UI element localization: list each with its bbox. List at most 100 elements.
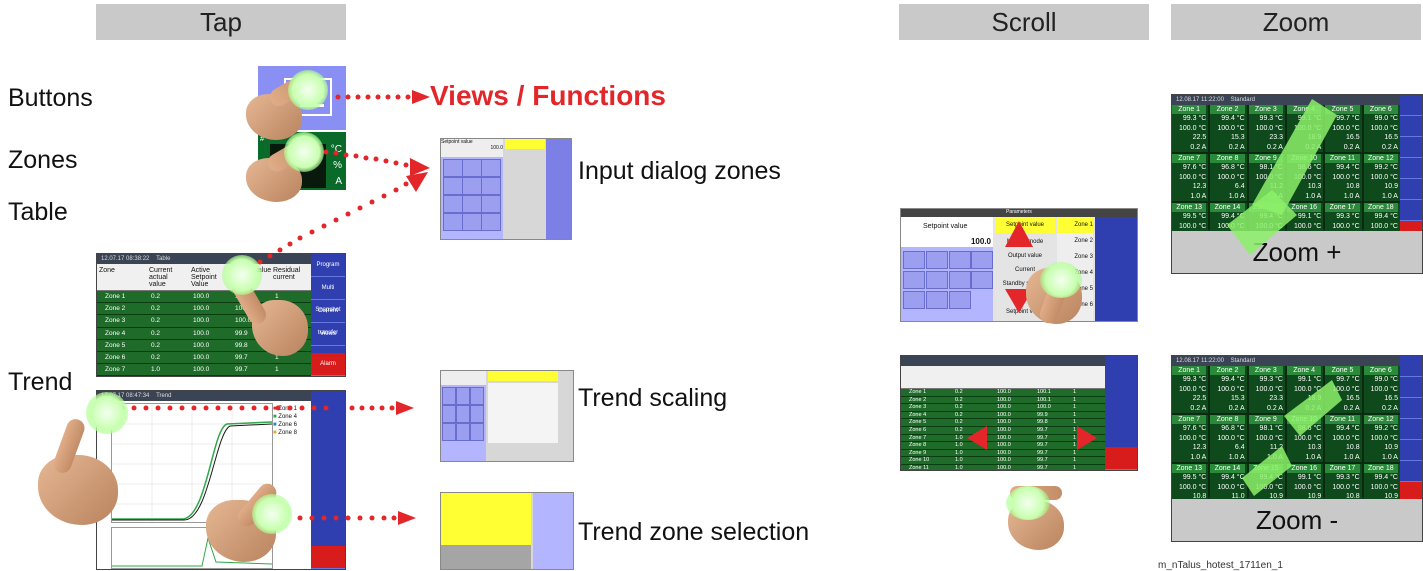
trend-alarm-button[interactable]: [311, 546, 345, 569]
zone-value: 100.0 °C: [1332, 385, 1360, 393]
scroll-table-cell: Zone 7: [909, 434, 927, 441]
scroll-table-cell: 100.0: [997, 426, 1011, 433]
scroll-parameters-dialog[interactable]: Parameters Setpoint value 100.0 Setpoint…: [900, 208, 1138, 322]
zoom-in-status: 12.08.17 11:22:00 Standard: [1172, 95, 1422, 105]
zone-value: 0.2 A: [1382, 404, 1398, 412]
zone-value: 0.2 A: [1343, 143, 1360, 151]
zone-name: Zone 1: [1172, 105, 1207, 114]
zone-value: 99.1 °C: [1297, 376, 1322, 383]
scroll-table-cell: 99.7: [1037, 449, 1048, 456]
trend-scaling-thumbnail[interactable]: [440, 370, 574, 462]
zone-value: 99.2 °C: [1374, 164, 1398, 171]
zone-value: 98.1 °C: [1259, 164, 1283, 171]
tap-trend-right: [252, 494, 292, 534]
views-functions-label: Views / Functions: [430, 80, 666, 111]
zone-value: 10.9: [1384, 493, 1398, 500]
scroll-table-cell: 1.0: [955, 434, 963, 441]
table-cell: 0.2: [151, 293, 161, 300]
scroll-table-cell: 100.0: [997, 442, 1011, 449]
alarm-button[interactable]: Alarm: [311, 353, 345, 376]
scroll-table-cell: 100.0: [997, 396, 1011, 403]
trend-zone-selection-thumbnail[interactable]: [440, 492, 574, 570]
current-transfer-button[interactable]: Current transfer: [311, 300, 345, 336]
scroll-table-cell: 1: [1073, 396, 1077, 403]
zone-value: 100.0 °C: [1332, 222, 1360, 230]
scroll-table-cell: 1: [1073, 419, 1077, 426]
table-cell: Zone 7: [105, 366, 126, 374]
program-button[interactable]: Program: [311, 254, 345, 277]
scroll-zone[interactable]: Zone 2: [1074, 238, 1093, 244]
table-cell: 99.7: [235, 366, 248, 374]
views-button[interactable]: Views: [311, 323, 345, 346]
zone-value: 99.3 °C: [1182, 115, 1207, 122]
scroll-zone[interactable]: Zone 1: [1057, 217, 1093, 233]
zone-value: 100.0 °C: [1217, 124, 1245, 132]
scroll-zone[interactable]: Zone 6: [1074, 302, 1093, 308]
scroll-zone[interactable]: Zone 4: [1074, 270, 1093, 276]
table-cell: 100.0: [193, 317, 210, 325]
footer-code: m_nTalus_hotest_1711en_1: [1158, 560, 1283, 571]
zone-name: Zone 5: [1325, 105, 1360, 114]
scroll-alarm-button[interactable]: [1105, 447, 1137, 470]
scroll-field-value[interactable]: 100.0: [970, 237, 991, 246]
scroll-zone[interactable]: Zone 5: [1074, 286, 1093, 292]
scroll-item[interactable]: Setpoint value: [1005, 309, 1045, 315]
zone-value: 99.4 °C: [1221, 376, 1245, 383]
zone-value: 12.3: [1192, 444, 1207, 451]
table-cell: 99.8: [235, 341, 248, 349]
scroll-table-cell: Zone 11: [909, 464, 929, 471]
table-screen[interactable]: 12.07.17 08:38:22 Table Zone Current act…: [96, 253, 346, 377]
scroll-item[interactable]: Current: [1014, 267, 1035, 273]
scroll-table-cell: 0.2: [955, 419, 963, 426]
zone-name: Zone 14: [1210, 203, 1245, 212]
zone-value: 22.5: [1192, 395, 1207, 402]
scroll-table-cell: Zone 2: [909, 396, 927, 403]
zoom-out-label: Zoom -: [1172, 499, 1422, 541]
scroll-table-cell: Zone 5: [909, 419, 927, 426]
zone-value: 1.0 A: [1305, 453, 1322, 461]
multi-snapshot-button[interactable]: Multi Snapshot: [311, 277, 345, 313]
scroll-table-cell: 1: [1073, 411, 1077, 418]
scroll-table-cell: 1: [1073, 464, 1077, 471]
trend-screen[interactable]: 12.07.17 08:47:34 Trend ■ Zone 1 ■ Zone …: [96, 390, 346, 570]
scroll-item[interactable]: Output value: [1007, 253, 1043, 259]
scroll-item-selected[interactable]: Setpoint value: [995, 217, 1055, 233]
zone-value: 10.3: [1307, 444, 1322, 451]
scroll-table-cell: Zone 8: [909, 442, 927, 449]
scroll-zone[interactable]: Zone 3: [1074, 254, 1093, 260]
